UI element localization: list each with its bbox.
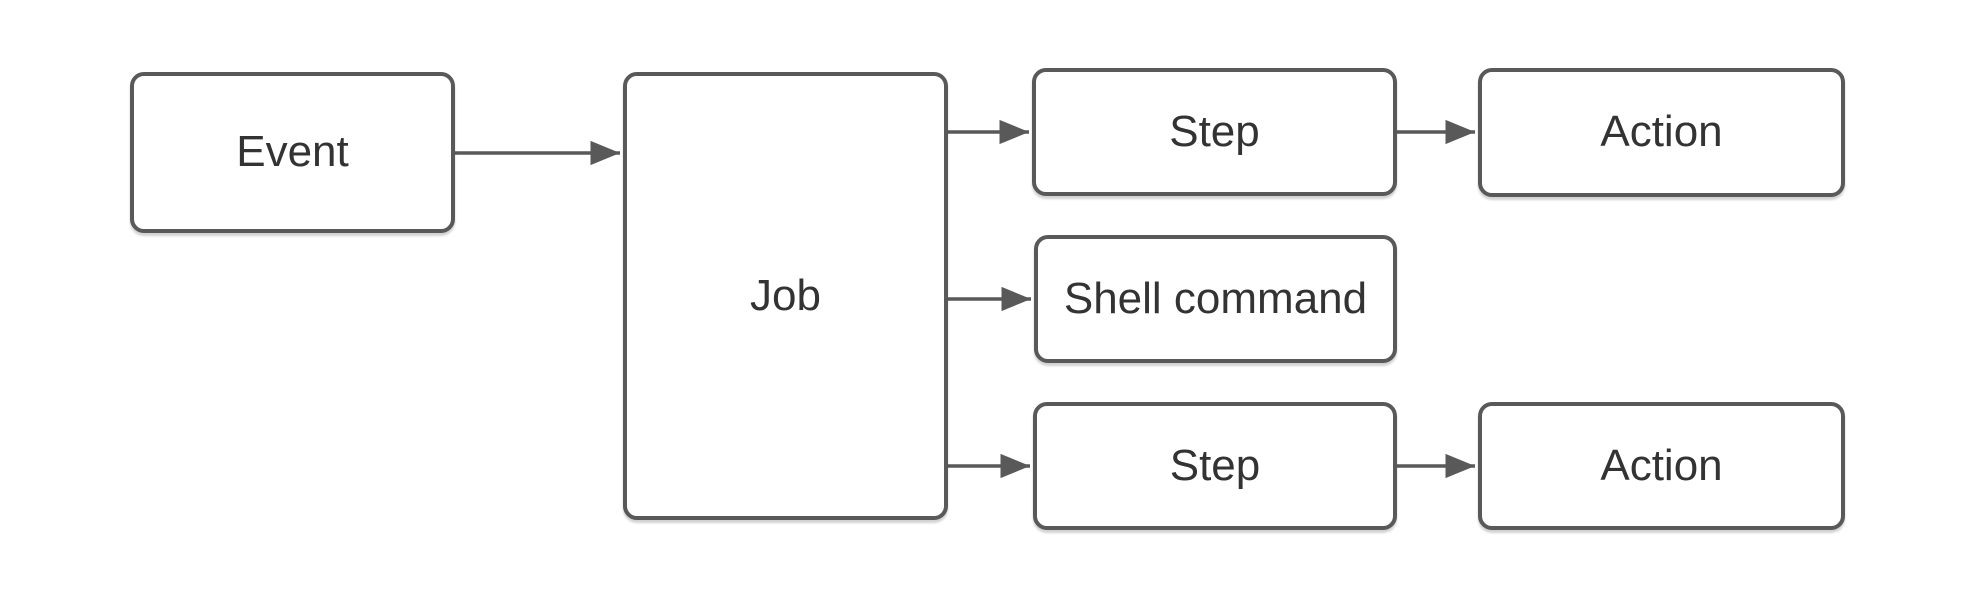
node-action-bottom-label: Action <box>1600 440 1723 490</box>
node-job-label: Job <box>750 270 821 320</box>
node-job: Job <box>623 72 948 520</box>
node-action-bottom: Action <box>1478 402 1845 530</box>
node-step-bottom-label: Step <box>1169 440 1261 490</box>
node-step-top-label: Step <box>1169 106 1260 156</box>
node-event: Event <box>130 72 455 233</box>
node-shell-command-label: Shell command <box>1063 273 1368 323</box>
node-action-top: Action <box>1478 68 1845 197</box>
node-event-label: Event <box>236 127 349 177</box>
node-shell-command: Shell command <box>1034 235 1397 363</box>
node-action-top-label: Action <box>1600 107 1723 157</box>
node-step-bottom: Step <box>1033 402 1397 530</box>
node-step-top: Step <box>1032 68 1397 196</box>
